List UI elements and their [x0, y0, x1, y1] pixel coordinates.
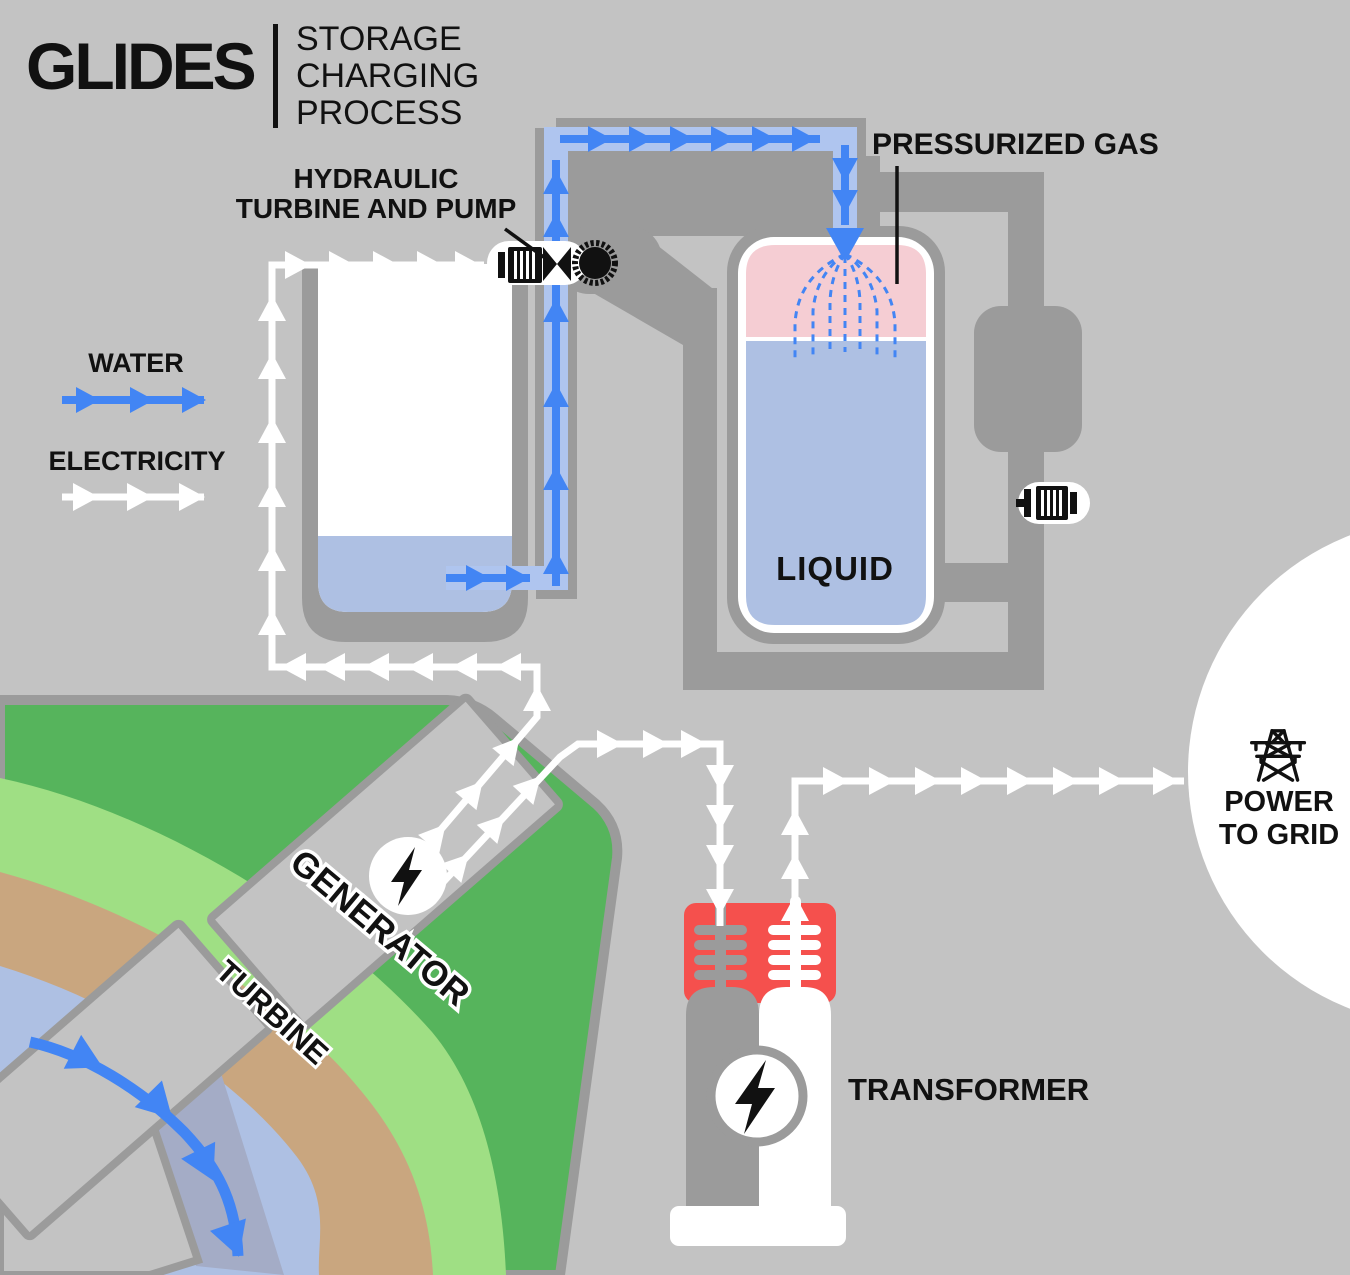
- gas-pump-motor-icon: [1016, 482, 1090, 524]
- pipe-bottom: [683, 652, 1043, 690]
- lightning-bolt-icon: [735, 1060, 775, 1134]
- spray-icon: [793, 252, 897, 362]
- generator-bolt-circle: [369, 837, 447, 915]
- left-tank-liquid: [318, 536, 512, 612]
- title-divider: [273, 24, 278, 128]
- water-inlet-arrowhead: [826, 228, 864, 262]
- page-subtitle: STORAGE CHARGING PROCESS: [296, 20, 480, 132]
- left-tank-interior: [318, 264, 512, 612]
- transformer-label: TRANSFORMER: [848, 1072, 1090, 1107]
- pressure-vessel-gas: [746, 245, 926, 337]
- pipe-tank-stub: [934, 563, 1014, 602]
- lightning-bolt-icon: [391, 847, 422, 906]
- valve-icon: [543, 247, 571, 281]
- hydraulic-pump-label: HYDRAULIC TURBINE AND PUMP: [235, 163, 517, 224]
- pressurized-gas-label: PRESSURIZED GAS: [872, 128, 1159, 161]
- hydraulic-pump-icon: [487, 240, 618, 286]
- power-to-grid-label: POWER TO GRID: [1218, 786, 1340, 851]
- pressure-vessel-liquid: [746, 341, 926, 625]
- pipe-accumulator-block: [974, 306, 1082, 452]
- transformer-base: [670, 1206, 846, 1246]
- transmission-tower-icon: [1250, 729, 1307, 782]
- motor-icon: [508, 247, 542, 283]
- transformer-icon: [670, 896, 846, 1246]
- turbine-wheel-icon: [572, 240, 618, 286]
- liquid-label: LIQUID: [776, 550, 894, 587]
- brand-title: GLIDES: [26, 29, 257, 103]
- pointer-hydraulic-pump: [503, 227, 547, 260]
- pipe-left-vertical: [683, 288, 717, 690]
- legend-water-label: WATER: [88, 348, 184, 378]
- power-grid-circle: [1188, 535, 1350, 1009]
- pipe-top-right: [858, 172, 1044, 212]
- legend-electricity-label: ELECTRICITY: [48, 446, 226, 476]
- motor-shaft-icon: [498, 252, 505, 278]
